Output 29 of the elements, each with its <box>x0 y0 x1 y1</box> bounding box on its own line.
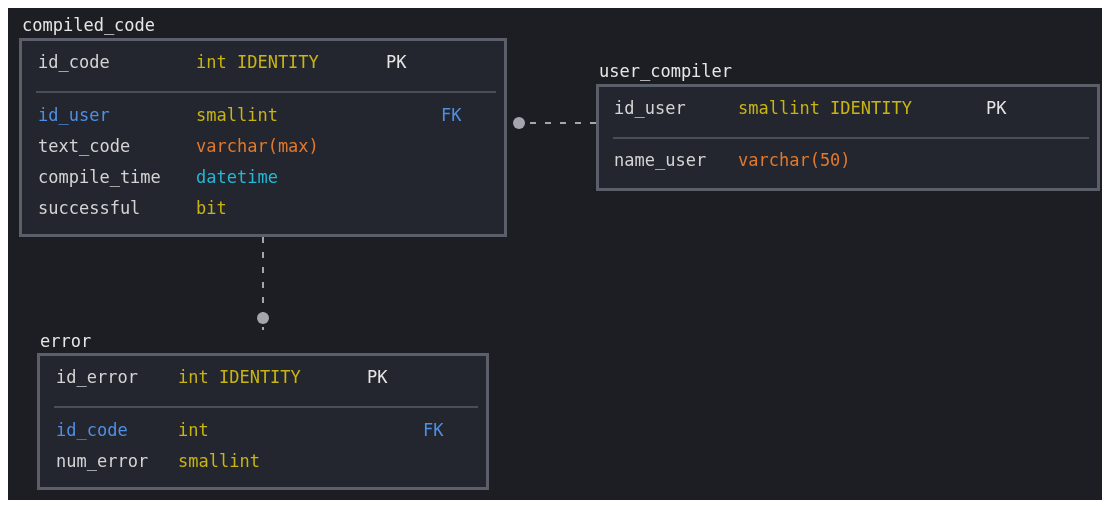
key-marker: PK <box>367 366 388 388</box>
key-marker: FK <box>441 104 462 126</box>
field-name: id_user <box>614 97 686 119</box>
field-name: num_error <box>56 450 149 472</box>
table-name: error <box>40 330 92 352</box>
field-name: name_user <box>614 149 707 171</box>
data-type: int IDENTITY <box>178 366 301 388</box>
data-type: int IDENTITY <box>196 51 319 73</box>
field-name: text_code <box>38 135 131 157</box>
data-type: varchar(max) <box>196 135 319 157</box>
field-name: id_code <box>56 419 128 441</box>
data-type: smallint <box>196 104 278 126</box>
data-type: bit <box>196 197 227 219</box>
data-type: datetime <box>196 166 278 188</box>
field-name: successful <box>38 197 141 219</box>
key-marker: FK <box>423 419 444 441</box>
table-name: compiled_code <box>22 14 156 36</box>
data-type: int <box>178 419 209 441</box>
table-name: user_compiler <box>599 60 733 82</box>
field-name: compile_time <box>38 166 161 188</box>
field-name: id_user <box>38 104 110 126</box>
key-marker: PK <box>986 97 1007 119</box>
field-name: id_error <box>56 366 138 388</box>
key-marker: PK <box>386 51 407 73</box>
field-name: id_code <box>38 51 110 73</box>
data-type: smallint <box>178 450 260 472</box>
relationship-line <box>257 236 269 331</box>
data-type: smallint IDENTITY <box>738 97 912 119</box>
data-type: varchar(50) <box>738 149 851 171</box>
